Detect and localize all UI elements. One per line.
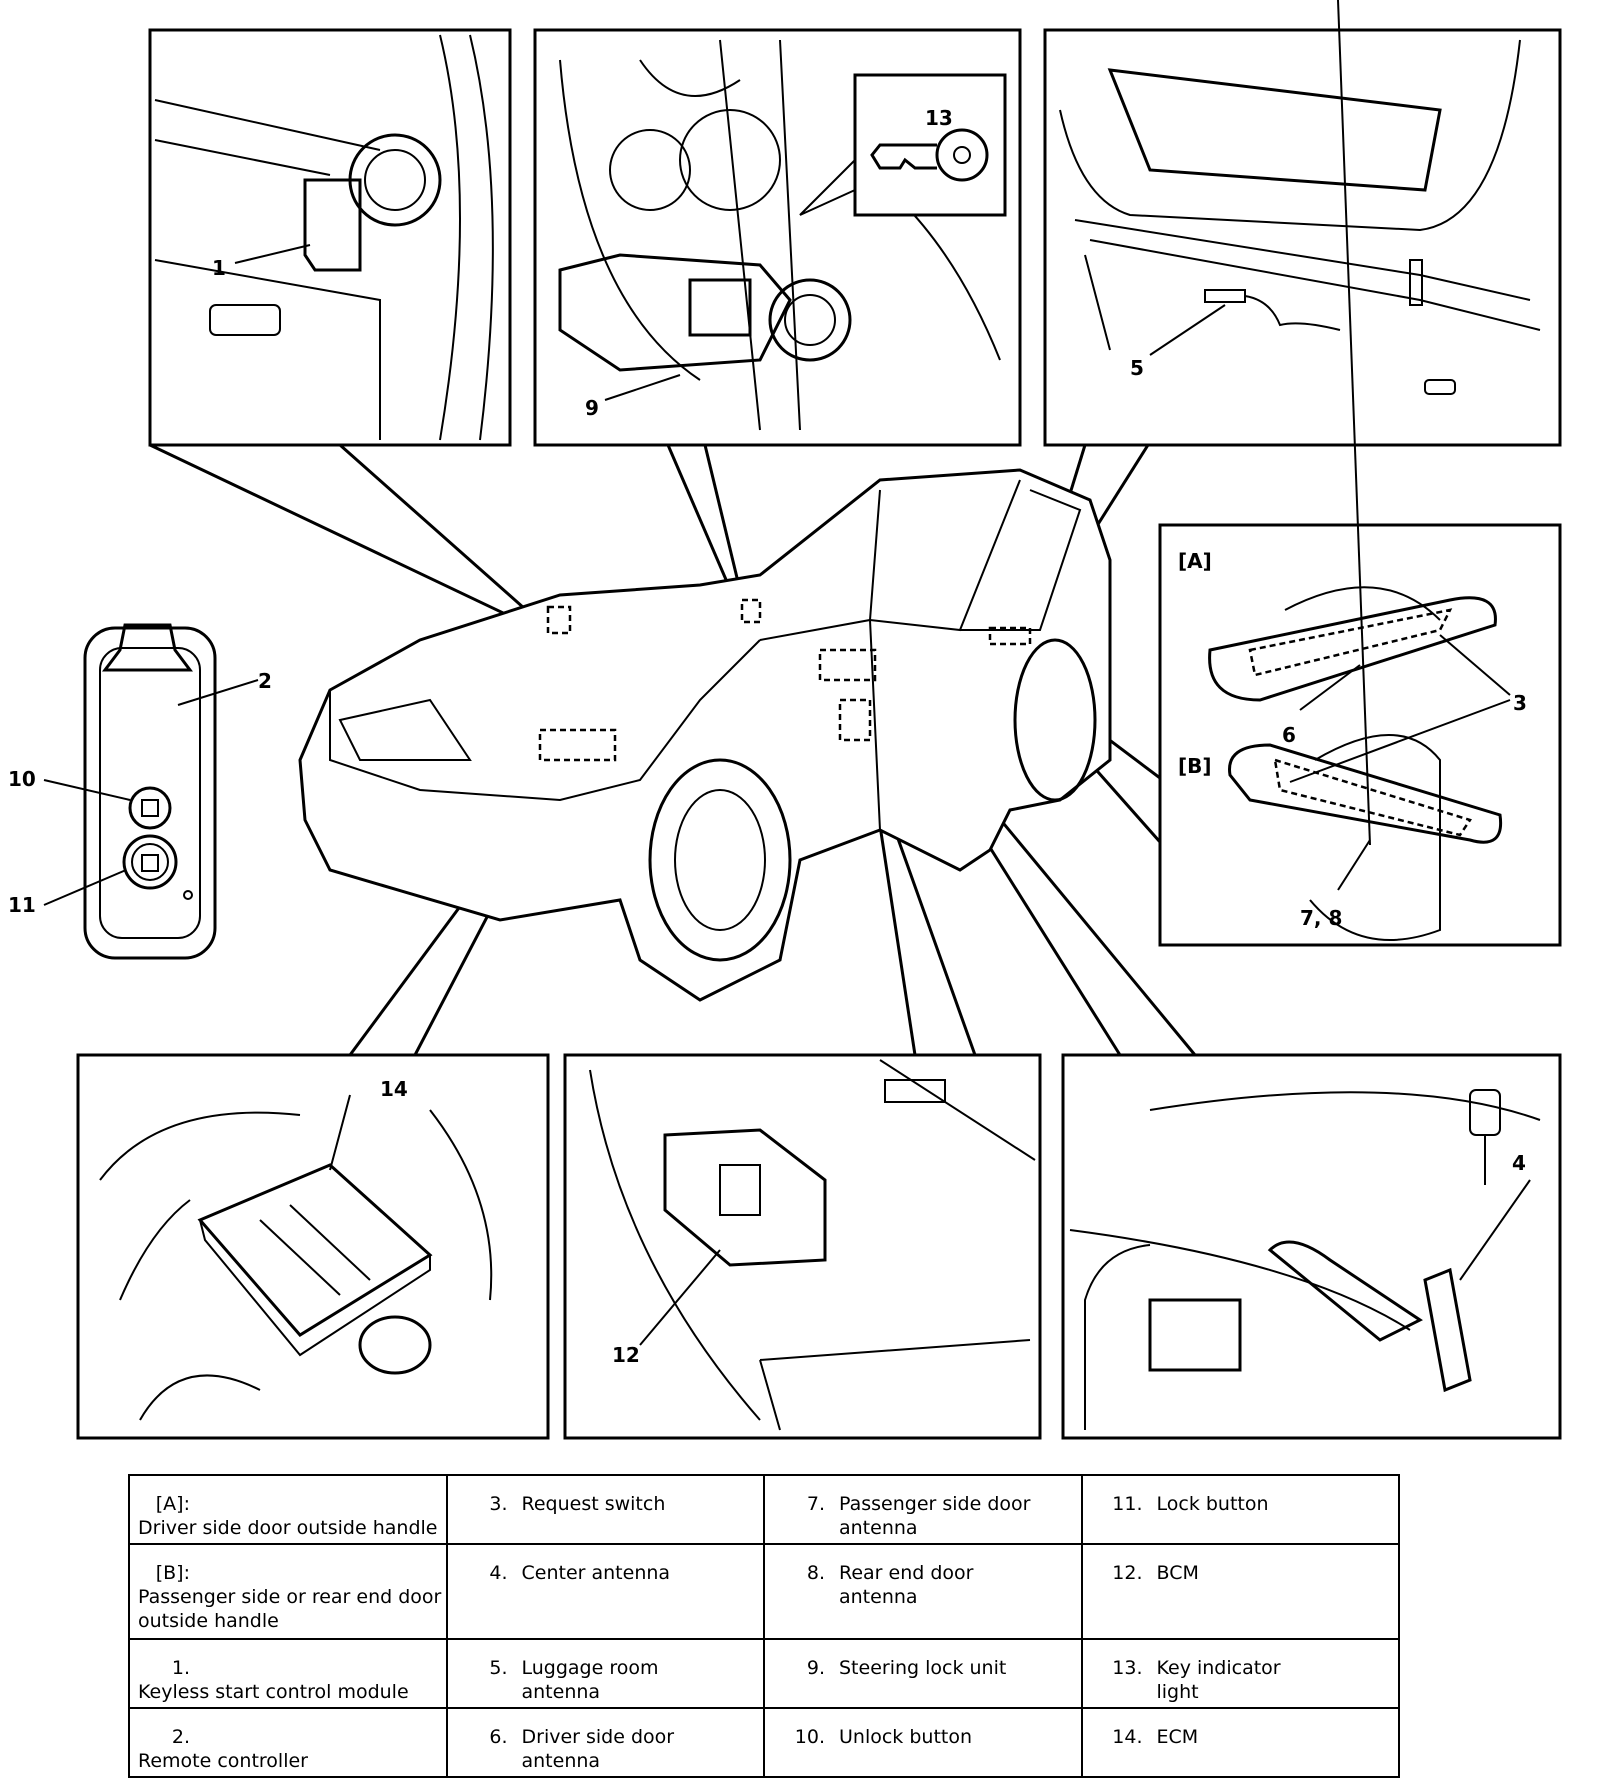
legend-number: 9.	[806, 1656, 825, 1679]
callout-10: 10	[8, 767, 36, 791]
legend-number: 14.	[1112, 1725, 1143, 1748]
legend-cell: 3. Request switch	[445, 1473, 765, 1546]
legend-label: Rear end door antenna	[839, 1562, 974, 1609]
legend-cell: 13. Key indicator light	[1080, 1637, 1400, 1709]
legend-label: BCM	[1156, 1562, 1199, 1585]
legend-cell: 9. Steering lock unit	[763, 1637, 1083, 1709]
detail-panel-luggage-antenna: 5	[1043, 28, 1562, 447]
callout-2: 2	[258, 669, 272, 693]
detail-panel-ecm: 14	[76, 1053, 550, 1440]
callout-9: 9	[585, 396, 599, 420]
legend-cell: 1.Keyless start control module	[128, 1637, 448, 1709]
detail-panel-door-handles: [A] [B] 3 6 7, 8	[1158, 0, 1562, 947]
legend-cell: 4. Center antenna	[445, 1543, 765, 1640]
legend-cell: 2.Remote controller	[128, 1706, 448, 1779]
legend-label: Steering lock unit	[839, 1656, 1007, 1679]
legend-label: Driver side door antenna	[521, 1725, 675, 1772]
legend-number: 3.	[489, 1493, 508, 1515]
legend-label: Request switch	[521, 1493, 666, 1515]
legend-label: Passenger side or rear end door outside …	[138, 1586, 442, 1633]
legend-row: [B]:Passenger side or rear end door outs…	[128, 1543, 1400, 1640]
callout-3: 3	[1513, 691, 1527, 715]
callout-11: 11	[8, 893, 36, 917]
legend-table: [A]:Driver side door outside handle 3. Req…	[128, 1473, 1400, 1779]
legend-label: Lock button	[1156, 1493, 1269, 1515]
remote-controller-illustration: 2 10 11	[8, 623, 272, 960]
legend-label: ECM	[1156, 1725, 1199, 1748]
callout-B: [B]	[1178, 754, 1212, 778]
legend-label: Remote controller	[138, 1749, 308, 1772]
detail-panel-center-antenna: 4	[1061, 1053, 1562, 1440]
callout-1: 1	[212, 256, 226, 280]
legend-label: Unlock button	[839, 1725, 973, 1748]
callout-4: 4	[1512, 1151, 1526, 1175]
legend-cell: [B]:Passenger side or rear end door outs…	[128, 1543, 448, 1640]
legend-number: [A]:	[155, 1493, 190, 1515]
legend-number: 5.	[489, 1656, 508, 1679]
callout-12: 12	[612, 1343, 640, 1367]
legend-cell: 11. Lock button	[1080, 1473, 1400, 1546]
callout-A: [A]	[1178, 549, 1212, 573]
legend-number: 12.	[1112, 1562, 1143, 1585]
component-location-diagram: 1 13 9 5	[8, 0, 1562, 1440]
legend-cell: 7. Passenger side door antenna	[763, 1473, 1083, 1546]
legend-cell: [A]:Driver side door outside handle	[128, 1473, 448, 1546]
callout-6: 6	[1282, 723, 1296, 747]
detail-panel-bcm: 12	[563, 1053, 1042, 1440]
legend-label: Key indicator light	[1156, 1656, 1281, 1703]
callout-7-8: 7, 8	[1300, 906, 1342, 930]
legend-label: Luggage room antenna	[521, 1656, 659, 1703]
legend-row: 1.Keyless start control module 5. Luggage …	[128, 1637, 1400, 1709]
legend-label: Passenger side door antenna	[839, 1493, 1031, 1539]
legend-label: Driver side door outside handle	[138, 1517, 438, 1539]
legend-cell: 12. BCM	[1080, 1543, 1400, 1640]
legend-number: 7.	[806, 1493, 825, 1515]
legend-number: 11.	[1112, 1493, 1143, 1515]
legend-cell: 8. Rear end door antenna	[763, 1543, 1083, 1640]
callout-13: 13	[925, 106, 953, 130]
detail-panel-steering-lock: 13 9	[533, 28, 1022, 447]
legend-number: 13.	[1112, 1656, 1143, 1679]
callout-14: 14	[380, 1077, 408, 1101]
legend-number: 4.	[489, 1562, 508, 1585]
legend-row: [A]:Driver side door outside handle 3. Req…	[128, 1473, 1400, 1546]
legend-number: 10.	[794, 1725, 825, 1748]
legend-number: [B]:	[155, 1562, 190, 1585]
legend-cell: 5. Luggage room antenna	[445, 1637, 765, 1709]
legend-label: Center antenna	[521, 1562, 671, 1585]
legend-number: 6.	[489, 1725, 508, 1748]
legend-number: 2.	[171, 1725, 190, 1748]
legend-cell: 10. Unlock button	[763, 1706, 1083, 1779]
legend-cell: 14. ECM	[1080, 1706, 1400, 1779]
vehicle-illustration	[298, 468, 1112, 1002]
legend-row: 2.Remote controller 6. Driver side door an…	[128, 1706, 1400, 1779]
callout-5: 5	[1130, 356, 1144, 380]
detail-panel-keyless-module: 1	[148, 28, 512, 447]
legend-number: 8.	[806, 1562, 825, 1585]
legend-label: Keyless start control module	[138, 1680, 409, 1703]
legend-cell: 6. Driver side door antenna	[445, 1706, 765, 1779]
legend-number: 1.	[171, 1656, 190, 1679]
